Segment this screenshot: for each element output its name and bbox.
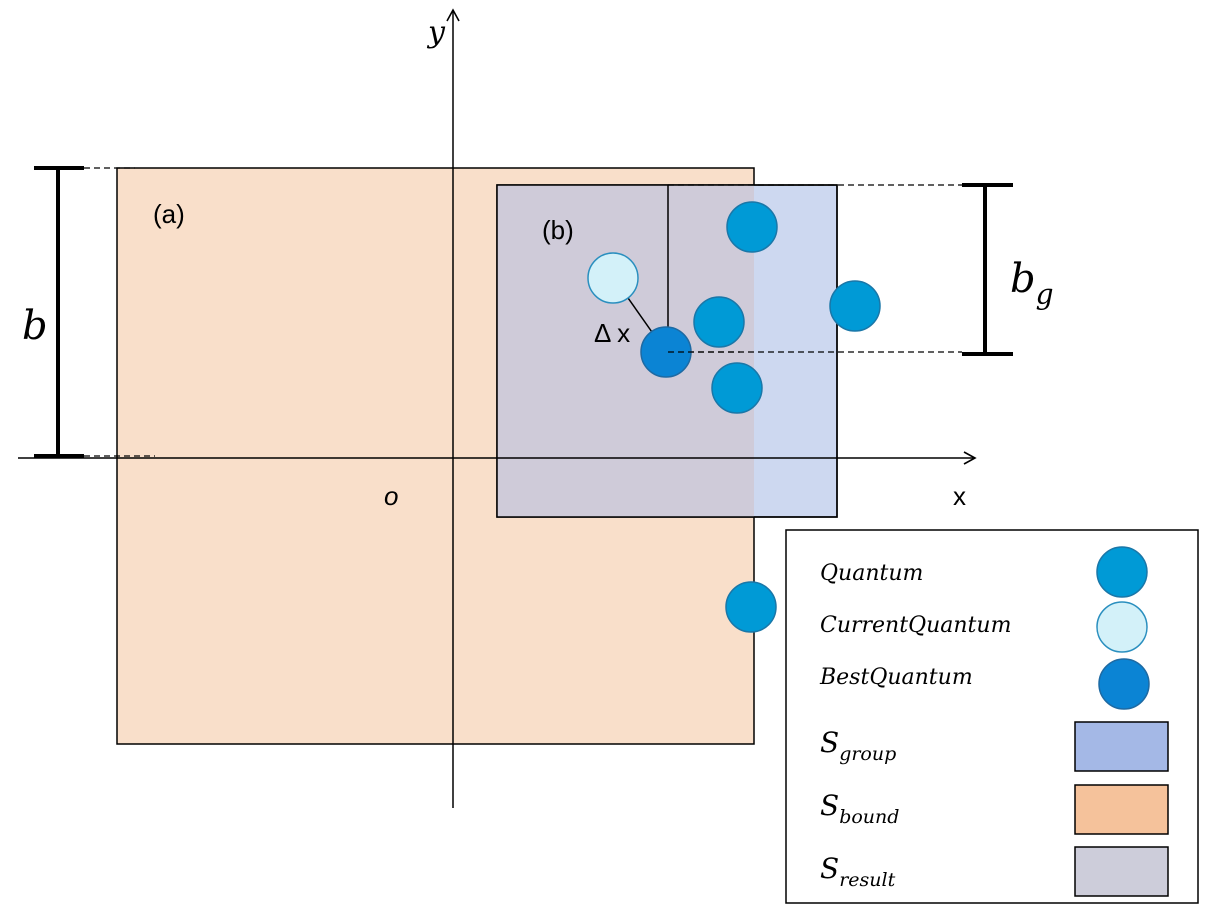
legend-label-s-result: Sresult bbox=[820, 852, 896, 891]
legend-swatch-s-result bbox=[1074, 846, 1169, 897]
delta-x-label: Δ x bbox=[594, 318, 630, 348]
dimension-bg bbox=[667, 183, 1013, 356]
result-region bbox=[497, 185, 754, 517]
x-axis-label: x bbox=[953, 481, 966, 511]
legend-swatch-best-quantum bbox=[1098, 658, 1150, 710]
legend-swatch-current-quantum bbox=[1096, 601, 1148, 653]
legend-swatch-quantum bbox=[1096, 546, 1148, 598]
dimension-bg-label: bg bbox=[1010, 256, 1054, 311]
quantum-circle bbox=[711, 362, 763, 414]
legend-label-best-quantum: BestQuantum bbox=[819, 665, 973, 690]
y-axis-label: y bbox=[426, 15, 446, 50]
quantum-circle bbox=[726, 201, 778, 253]
dimension-b bbox=[34, 166, 155, 458]
legend-label-s-bound: Sbound bbox=[820, 789, 899, 828]
region-b-label: (b) bbox=[542, 215, 574, 245]
dimension-b-label: b bbox=[22, 303, 48, 349]
legend-swatch-s-bound bbox=[1074, 784, 1169, 835]
current-quantum-circle bbox=[587, 252, 639, 304]
legend-label-quantum: Quantum bbox=[820, 561, 923, 586]
legend-label-s-group: Sgroup bbox=[820, 726, 896, 765]
origin-label: o bbox=[384, 481, 398, 511]
quantum-circle bbox=[829, 280, 881, 332]
legend-swatch-s-group bbox=[1074, 721, 1169, 772]
group-region-outline bbox=[496, 184, 838, 518]
quantum-circle bbox=[725, 581, 777, 633]
region-a-label: (a) bbox=[153, 199, 185, 229]
legend: Quantum CurrentQuantum BestQuantum Sgrou… bbox=[785, 529, 1199, 904]
legend-label-current-quantum: CurrentQuantum bbox=[820, 613, 1011, 638]
quantum-circle bbox=[693, 296, 745, 348]
